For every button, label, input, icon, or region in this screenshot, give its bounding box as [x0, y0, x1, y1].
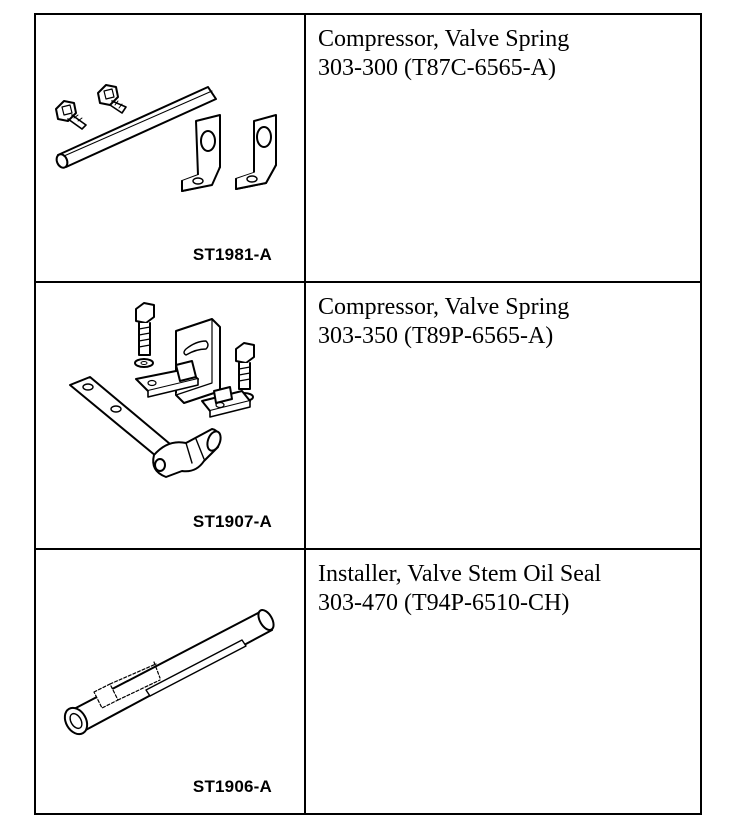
tool-description-cell: Installer, Valve Stem Oil Seal 303-470 (… [304, 548, 702, 815]
tool-name: Compressor, Valve Spring [318, 26, 570, 52]
valve-spring-compressor-lever-icon [69, 302, 255, 478]
special-tools-table: ST1981-A Compressor, Valve Spring 303-30… [34, 13, 702, 815]
tool-row: ST1907-A Compressor, Valve Spring 303-35… [34, 281, 702, 550]
tool-number: 303-350 (T89P-6565-A) [318, 323, 554, 349]
tool-number: 303-470 (T94P-6510-CH) [318, 590, 570, 616]
oil-seal-installer-icon [63, 609, 275, 736]
tool-illustration-cell: ST1907-A [34, 281, 306, 550]
tool-description-cell: Compressor, Valve Spring 303-350 (T89P-6… [304, 281, 702, 550]
figure-label: ST1906-A [192, 777, 272, 796]
figure-label: ST1907-A [192, 512, 272, 531]
figure-label: ST1981-A [192, 245, 272, 264]
tool-number: 303-300 (T87C-6565-A) [318, 55, 556, 81]
tool-name: Installer, Valve Stem Oil Seal [318, 561, 602, 587]
tool-row: ST1981-A Compressor, Valve Spring 303-30… [34, 13, 702, 283]
previous-page-text-fragment [34, 0, 234, 6]
tool-name: Compressor, Valve Spring [318, 294, 570, 320]
tool-illustration-cell: ST1981-A [34, 13, 306, 283]
tool-row: ST1906-A Installer, Valve Stem Oil Seal … [34, 548, 702, 815]
tool-illustration-cell: ST1906-A [34, 548, 306, 815]
valve-spring-compressor-kit-icon [55, 84, 277, 192]
tool-description-cell: Compressor, Valve Spring 303-300 (T87C-6… [304, 13, 702, 283]
